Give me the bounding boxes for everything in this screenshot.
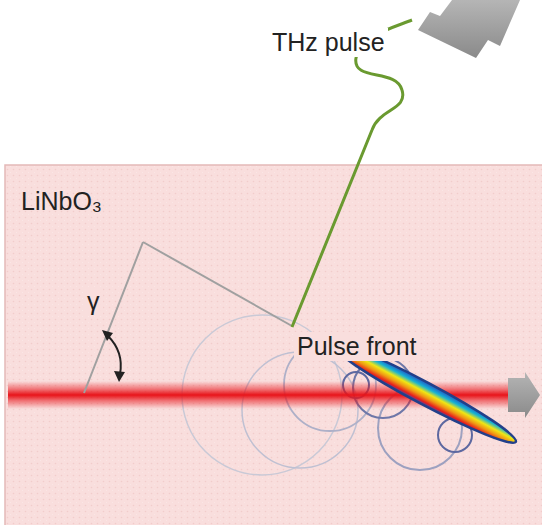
angle-symbol: γ: [84, 287, 103, 316]
thz-wave: [292, 20, 412, 327]
crystal-region: LiNbO₃: [5, 165, 542, 525]
thz-label: THz pulse: [269, 28, 388, 57]
angle-lines: [84, 242, 292, 393]
thz-arrow: [418, 0, 520, 58]
pulse-front-label: Pulse front: [294, 332, 420, 361]
angle-arrow: [102, 330, 125, 382]
crystal-body: [5, 165, 542, 525]
propagation-arrow: [508, 372, 540, 418]
material-label: LiNbO₃: [21, 187, 102, 216]
